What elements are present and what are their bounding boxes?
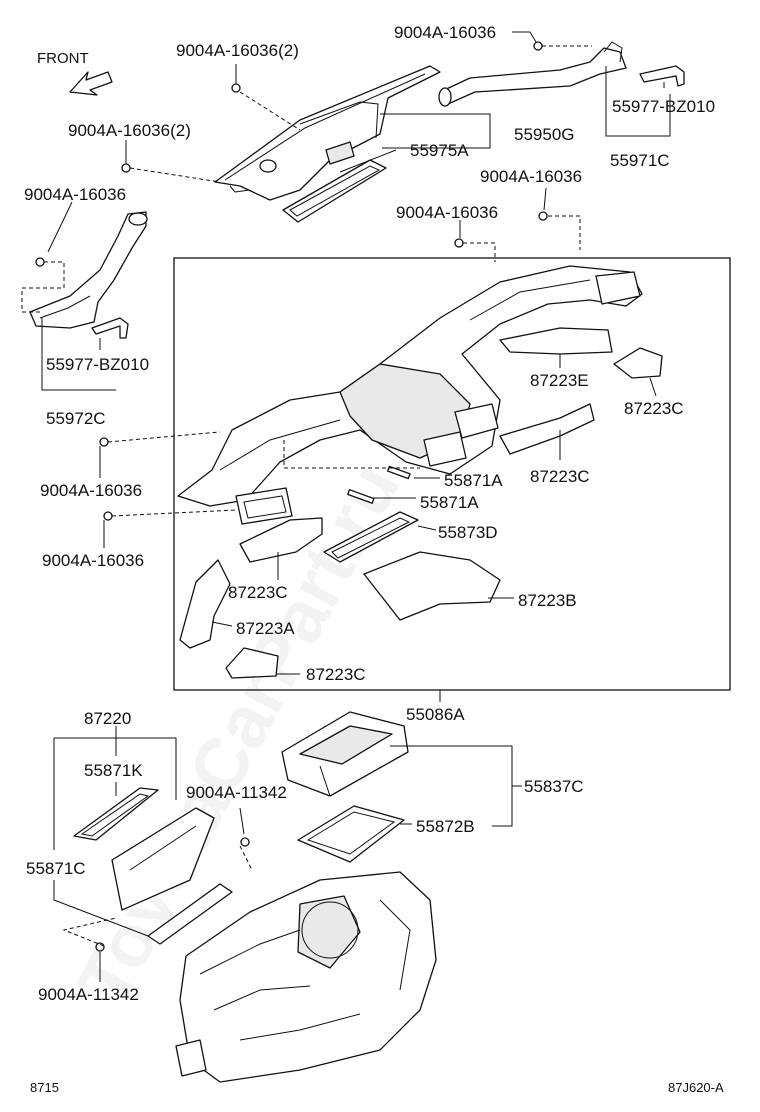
label-87223c-3: 87223C [228,583,288,602]
side-duct-55972c [29,211,148,329]
main-duct-assembly [177,265,643,525]
pad-87223c-a [613,347,663,379]
label-55975a: 55975A [410,141,469,160]
label-87223c-4: 87223C [306,665,366,684]
label-bolt-mid-left-a: 9004A-16036 [40,481,142,500]
bracket-55977-right [639,65,685,87]
leader-lines [21,31,671,982]
label-bolt-left-upper: 9004A-16036(2) [68,121,191,140]
gasket-55975a [282,159,387,223]
filter-87220 [73,787,159,841]
defroster-duct-55950g [214,65,441,201]
label-bolt-lower-a: 9004A-11342 [186,783,287,802]
label-55871c: 55871C [26,859,86,878]
label-55873d: 55873D [438,523,498,542]
hvac-unit [175,871,437,1083]
label-55086a: 55086A [406,705,465,724]
label-87223e: 87223E [530,371,589,390]
label-55837c: 55837C [524,777,584,796]
label-55977-left: 55977-BZ010 [46,355,149,374]
label-87220: 87220 [84,709,131,728]
pad-87223c-d [225,647,279,679]
gasket-55873d [323,511,419,563]
label-87223a: 87223A [236,619,295,638]
pad-87223a [179,559,231,649]
label-55977-right: 55977-BZ010 [612,97,715,116]
label-55871a-1: 55871A [444,471,503,490]
label-bolt-top: 9004A-16036 [394,23,496,42]
page-code-left: 8715 [30,1080,59,1095]
page-code-right: 87J620-A [668,1080,724,1095]
side-duct-55971c [438,41,627,107]
label-87223c-2: 87223C [530,467,590,486]
label-55871a-2: 55871A [420,493,479,512]
pad-87223c-c [239,517,323,563]
label-55971c: 55971C [610,151,670,170]
front-arrow-icon [69,71,113,96]
label-55972c: 55972C [46,409,106,428]
callout-labels: 9004A-16036 9004A-16036(2) 9004A-16036(2… [24,23,724,1095]
gasket-55872b [297,805,405,863]
bracket-55977-left [91,317,129,339]
seal-55871a-b [347,489,375,504]
front-label: FRONT [37,50,89,67]
label-87223c-1: 87223C [624,399,684,418]
duct-55871c [111,807,233,945]
assembly-frame-55086a [173,257,731,691]
outlet-box-55837c [281,711,409,797]
pad-87223c-b [499,403,595,455]
label-87223b: 87223B [518,591,577,610]
pad-87223b [363,551,501,621]
seal-55871a-a [386,465,411,480]
label-bolt-right-mid: 9004A-16036 [396,203,498,222]
label-55950g: 55950G [514,125,575,144]
label-bolt-top-mid: 9004A-16036(2) [176,41,299,60]
label-bolt-right-upper: 9004A-16036 [480,167,582,186]
label-bolt-lower-b: 9004A-11342 [38,985,139,1004]
pad-87223e [499,327,613,355]
label-55871k: 55871K [84,761,143,780]
label-bolt-left: 9004A-16036 [24,185,126,204]
label-55872b: 55872B [416,817,475,836]
label-bolt-mid-left-b: 9004A-16036 [42,551,144,570]
